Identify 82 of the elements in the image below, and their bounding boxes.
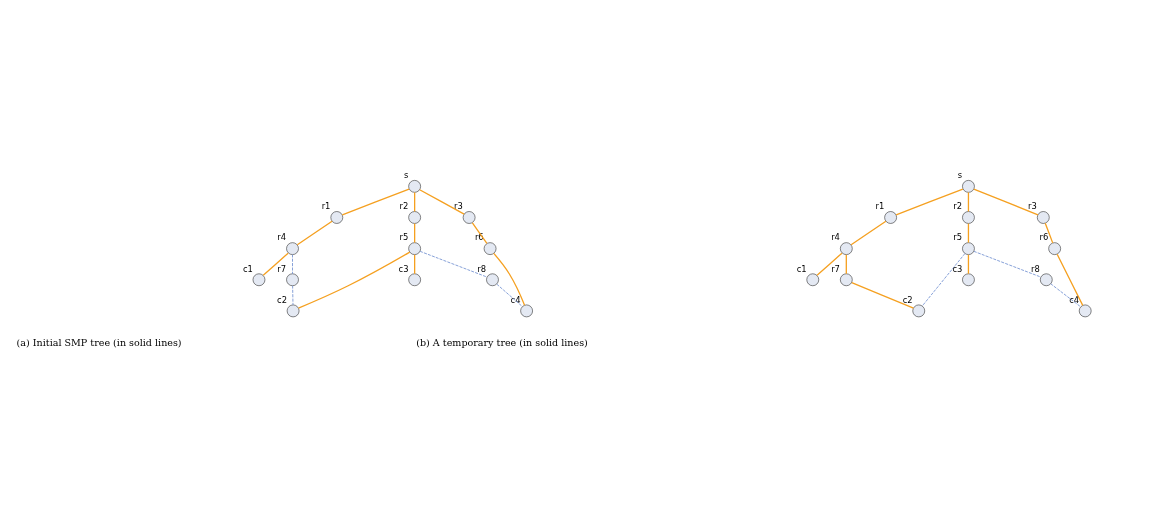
- node-circle: [486, 272, 499, 286]
- node-label: c1: [242, 263, 253, 273]
- node-circle: [840, 241, 853, 255]
- node-label: r3: [1028, 200, 1037, 211]
- node-circle: [408, 272, 421, 286]
- node-circle: [408, 210, 421, 224]
- node-label: s: [404, 169, 409, 180]
- node-circle: [408, 241, 421, 255]
- connector: [493, 252, 526, 306]
- node-label: r4: [831, 231, 840, 242]
- connector: [1056, 253, 1084, 306]
- node-circle: [912, 304, 926, 317]
- connector: [292, 284, 294, 305]
- connector: [973, 250, 1042, 277]
- connector: [296, 220, 333, 245]
- node-label: c3: [952, 263, 963, 273]
- node-label: s: [957, 169, 963, 180]
- node-circle: [884, 210, 897, 224]
- node-circle: [462, 210, 476, 224]
- node-label: r4: [277, 231, 287, 242]
- node-label: c3: [398, 263, 409, 273]
- connector: [341, 187, 410, 215]
- node-circle: [483, 241, 497, 255]
- node-label: r8: [1031, 263, 1040, 273]
- connector: [1044, 222, 1054, 244]
- node-circle: [252, 272, 266, 286]
- node-label: r2: [399, 200, 409, 211]
- node-circle: [330, 210, 344, 224]
- node-circle: [1037, 210, 1050, 224]
- node-label: r1: [875, 200, 885, 211]
- node-label: r8: [477, 263, 487, 273]
- node-circle: [962, 179, 975, 193]
- node-circle: [286, 272, 299, 286]
- connector: [851, 281, 915, 309]
- connector: [496, 283, 523, 307]
- node-label: r7: [831, 263, 840, 273]
- connector: [845, 253, 847, 274]
- node-label: c4: [1069, 294, 1080, 305]
- connector: [471, 221, 488, 244]
- node-circle: [962, 241, 975, 255]
- node-circle: [520, 304, 533, 317]
- node-label: r2: [953, 200, 963, 211]
- node-label: r3: [453, 200, 463, 211]
- connector: [413, 253, 416, 274]
- connector: [967, 191, 970, 212]
- node-label: r7: [277, 263, 287, 273]
- connector: [967, 253, 970, 274]
- connector: [413, 191, 416, 212]
- connector: [297, 250, 411, 309]
- connector: [1050, 282, 1081, 307]
- node-circle: [806, 272, 820, 286]
- connector: [921, 252, 966, 306]
- node-circle: [286, 304, 300, 317]
- connector: [413, 222, 416, 243]
- connector: [816, 252, 843, 276]
- node-label: c1: [796, 263, 807, 273]
- node-circle: [1078, 304, 1092, 317]
- node-label: r5: [953, 231, 963, 242]
- node-label: r6: [1039, 231, 1049, 242]
- node-circle: [962, 272, 975, 286]
- node-circle: [408, 179, 421, 193]
- node-label: r6: [474, 231, 484, 242]
- label: (b) A temporary tree (in solid lines): [416, 336, 588, 348]
- node-circle: [840, 272, 853, 286]
- node-circle: [286, 241, 299, 255]
- node-label: c2: [277, 294, 287, 305]
- connector: [419, 250, 488, 277]
- connector: [895, 187, 964, 215]
- node-label: r5: [399, 231, 409, 242]
- node-circle: [1040, 272, 1053, 286]
- node-label: c4: [510, 294, 521, 305]
- connector: [419, 188, 465, 215]
- connector: [850, 220, 887, 245]
- node-label: c2: [902, 294, 913, 305]
- connector: [262, 252, 289, 276]
- connector: [967, 222, 970, 243]
- label: (a) Initial SMP tree (in solid lines): [16, 336, 182, 348]
- node-circle: [962, 210, 975, 224]
- connector: [973, 187, 1039, 215]
- node-circle: [1048, 241, 1061, 255]
- node-label: r1: [321, 200, 331, 211]
- connector: [292, 253, 293, 274]
